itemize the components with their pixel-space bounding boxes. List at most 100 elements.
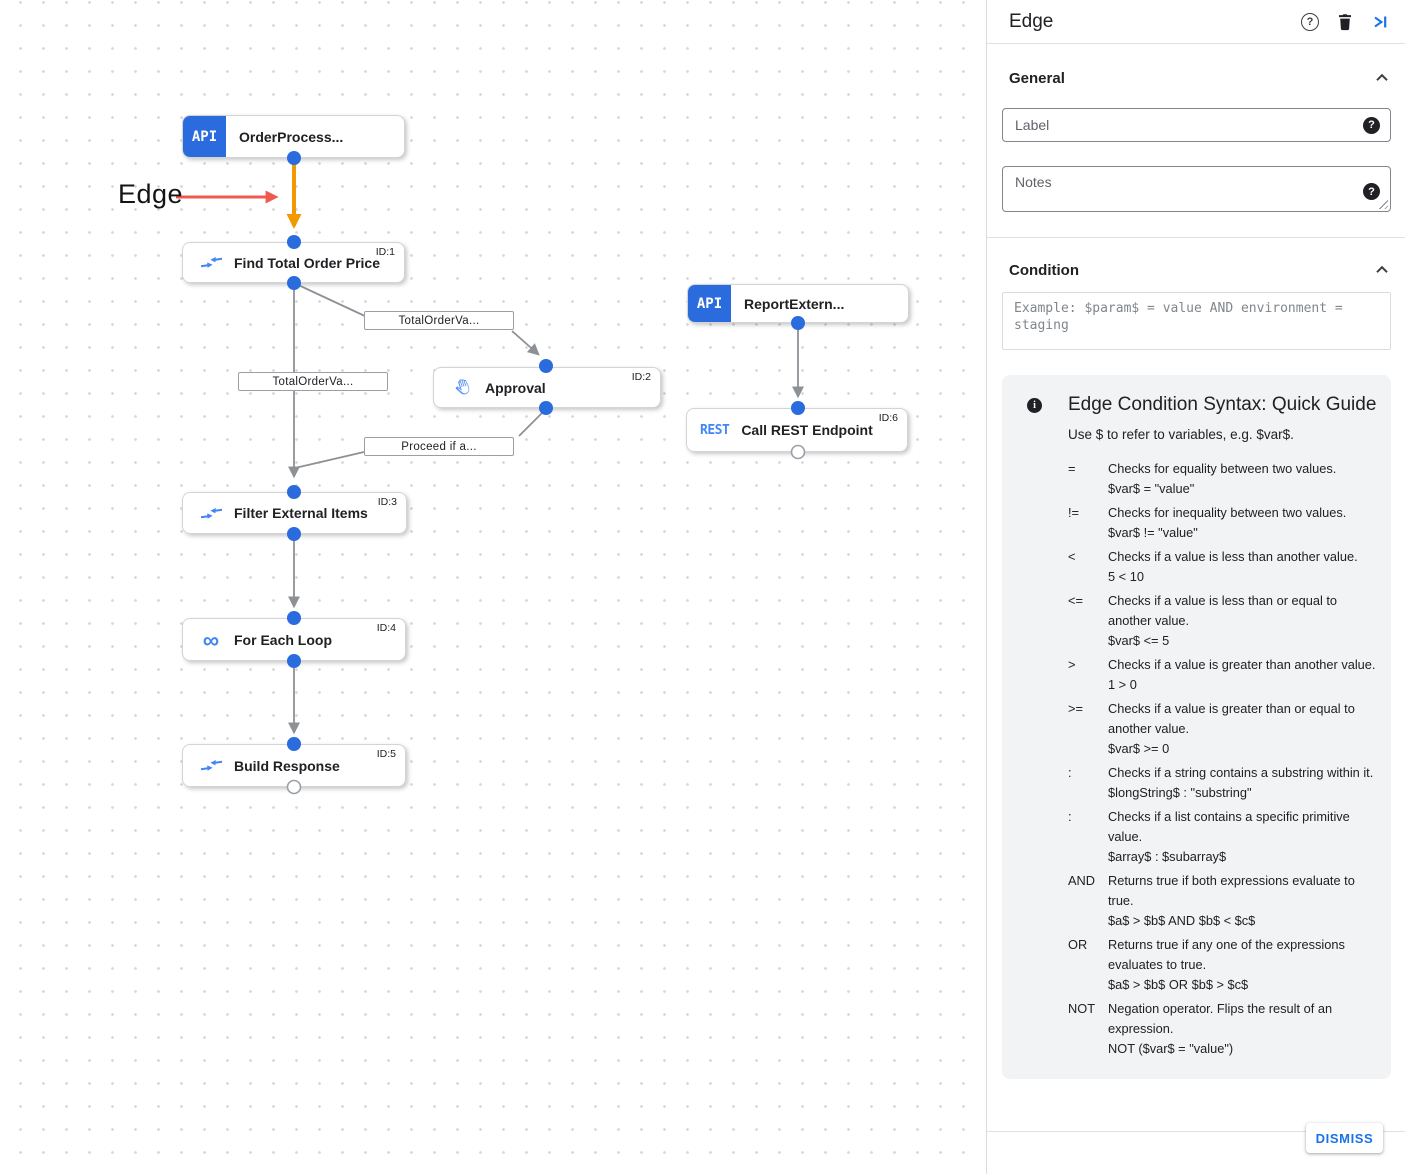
guide-operator: AND <box>1068 873 1096 888</box>
section-condition-toggle[interactable]: Condition <box>1009 261 1391 279</box>
condition-field[interactable] <box>1002 292 1391 350</box>
guide-example: $longString$ : "substring" <box>1108 785 1252 800</box>
node-label: ReportExtern... <box>744 295 845 312</box>
label-help-icon[interactable]: ? <box>1363 116 1380 134</box>
guide-rows: = Checks for equality between two values… <box>1068 459 1381 1059</box>
edge-find-to-approval-a[interactable] <box>293 282 368 318</box>
info-icon: i <box>1027 397 1042 413</box>
panel-title: Edge <box>1009 10 1054 32</box>
loop-infinity-icon: ∞ <box>202 626 220 653</box>
label-input[interactable] <box>1015 117 1363 133</box>
edge-approval-out-b[interactable] <box>294 451 365 469</box>
edges-layer <box>176 151 806 795</box>
guide-example: $array$ : $subarray$ <box>1108 849 1227 864</box>
node-api-trigger-orderprocess[interactable]: API OrderProcess... <box>182 115 405 158</box>
node-task-build-response[interactable]: ID:5 Build Response <box>182 744 406 787</box>
guide-row: >= Checks if a value is greater than or … <box>1068 699 1381 759</box>
dismiss-button[interactable]: DISMISS <box>1306 1123 1383 1153</box>
panel-header: Edge ? <box>987 0 1405 44</box>
node-task-approval[interactable]: ID:2 Approval <box>433 367 661 408</box>
help-icon: ? <box>1301 12 1319 31</box>
edge-condition-label[interactable]: TotalOrderVa... <box>364 311 514 330</box>
node-task-call-rest-endpoint[interactable]: ID:6 REST Call REST Endpoint <box>686 408 908 452</box>
guide-description: Returns true if both expressions evaluat… <box>1108 873 1355 908</box>
condition-input[interactable] <box>1014 300 1379 342</box>
guide-operator: <= <box>1068 593 1083 608</box>
guide-example: 5 < 10 <box>1108 569 1144 584</box>
guide-operator: < <box>1068 549 1076 564</box>
guide-description: Checks if a string contains a substring … <box>1108 765 1374 780</box>
collapse-panel-icon <box>1374 16 1387 27</box>
data-mapping-icon <box>197 255 225 270</box>
resize-handle-icon[interactable] <box>1379 200 1388 209</box>
node-task-find-total-order-price[interactable]: ID:1 Find Total Order Price <box>182 242 405 283</box>
data-mapping-icon <box>197 506 225 521</box>
guide-example: $var$ <= 5 <box>1108 633 1170 648</box>
guide-title: Edge Condition Syntax: Quick Guide <box>1068 394 1377 415</box>
guide-row: NOT Negation operator. Flips the result … <box>1068 999 1381 1059</box>
task-id-badge: ID:5 <box>376 748 396 760</box>
guide-example: 1 > 0 <box>1108 677 1137 692</box>
guide-example: NOT ($var$ = "value") <box>1108 1041 1234 1056</box>
guide-description: Checks for equality between two values. <box>1108 461 1337 476</box>
guide-description: Returns true if any one of the expressio… <box>1108 937 1345 972</box>
condition-syntax-guide-card: i Edge Condition Syntax: Quick Guide Use… <box>1002 375 1391 1079</box>
label-field[interactable]: ? <box>1002 108 1391 142</box>
guide-operator: : <box>1068 809 1072 824</box>
node-label: Approval <box>485 379 546 396</box>
guide-subtitle: Use $ to refer to variables, e.g. $var$. <box>1068 427 1294 442</box>
guide-row: : Checks if a list contains a specific p… <box>1068 807 1381 867</box>
guide-example: $a$ > $b$ AND $b$ < $c$ <box>1108 913 1256 928</box>
task-id-badge: ID:4 <box>376 622 396 634</box>
footer-divider <box>987 1131 1405 1132</box>
guide-operator: >= <box>1068 701 1083 716</box>
approval-hand-icon <box>448 377 476 399</box>
section-general-title: General <box>1009 69 1065 87</box>
node-label: For Each Loop <box>234 631 332 648</box>
node-label: Find Total Order Price <box>234 254 380 271</box>
node-task-for-each-loop[interactable]: ID:4 ∞ For Each Loop <box>182 618 406 661</box>
data-mapping-icon <box>197 758 225 773</box>
node-api-trigger-reportextern[interactable]: API ReportExtern... <box>687 284 909 323</box>
edge-annotation-text: Edge <box>118 179 184 209</box>
notes-help-icon[interactable]: ? <box>1363 183 1380 200</box>
node-label: Call REST Endpoint <box>741 422 873 438</box>
guide-row: != Checks for inequality between two val… <box>1068 503 1381 543</box>
workflow-canvas[interactable]: API OrderProcess... ID:1 Find Total Orde… <box>0 0 985 1174</box>
delete-edge-button[interactable] <box>1335 12 1355 32</box>
notes-input[interactable] <box>1015 174 1363 204</box>
chevron-up-icon <box>1376 265 1388 273</box>
edge-find-to-approval-b[interactable] <box>511 330 540 356</box>
node-task-filter-external-items[interactable]: ID:3 Filter External Items <box>182 492 407 534</box>
node-label: Filter External Items <box>234 505 368 521</box>
guide-operator: != <box>1068 505 1080 520</box>
guide-operator: OR <box>1068 937 1088 952</box>
guide-operator: NOT <box>1068 1001 1096 1016</box>
edge-condition-label[interactable]: TotalOrderVa... <box>238 372 388 391</box>
guide-description: Checks if a value is greater than or equ… <box>1108 701 1355 736</box>
section-general-toggle[interactable]: General <box>1009 69 1391 87</box>
guide-row: > Checks if a value is greater than anot… <box>1068 655 1381 695</box>
guide-description: Negation operator. Flips the result of a… <box>1108 1001 1333 1036</box>
task-id-badge: ID:6 <box>878 412 898 424</box>
help-button[interactable]: ? <box>1300 12 1320 32</box>
guide-row: AND Returns true if both expressions eva… <box>1068 871 1381 931</box>
guide-description: Checks if a value is less than or equal … <box>1108 593 1338 628</box>
guide-description: Checks if a list contains a specific pri… <box>1108 809 1350 844</box>
task-id-badge: ID:1 <box>375 246 395 258</box>
notes-field[interactable]: ? <box>1002 166 1391 212</box>
task-id-badge: ID:3 <box>377 496 397 508</box>
guide-row: = Checks for equality between two values… <box>1068 459 1381 499</box>
edge-approval-out-a[interactable] <box>518 408 547 437</box>
chevron-up-icon <box>1376 73 1388 81</box>
edge-condition-label[interactable]: Proceed if a... <box>364 437 514 456</box>
section-condition-title: Condition <box>1009 261 1079 279</box>
api-trigger-icon: API <box>183 116 226 157</box>
guide-example: $var$ = "value" <box>1108 481 1195 496</box>
rest-task-icon: REST <box>700 422 730 438</box>
guide-row: OR Returns true if any one of the expres… <box>1068 935 1381 995</box>
guide-example: $var$ != "value" <box>1108 525 1198 540</box>
guide-description: Checks if a value is greater than anothe… <box>1108 657 1376 672</box>
collapse-panel-button[interactable] <box>1370 12 1390 32</box>
